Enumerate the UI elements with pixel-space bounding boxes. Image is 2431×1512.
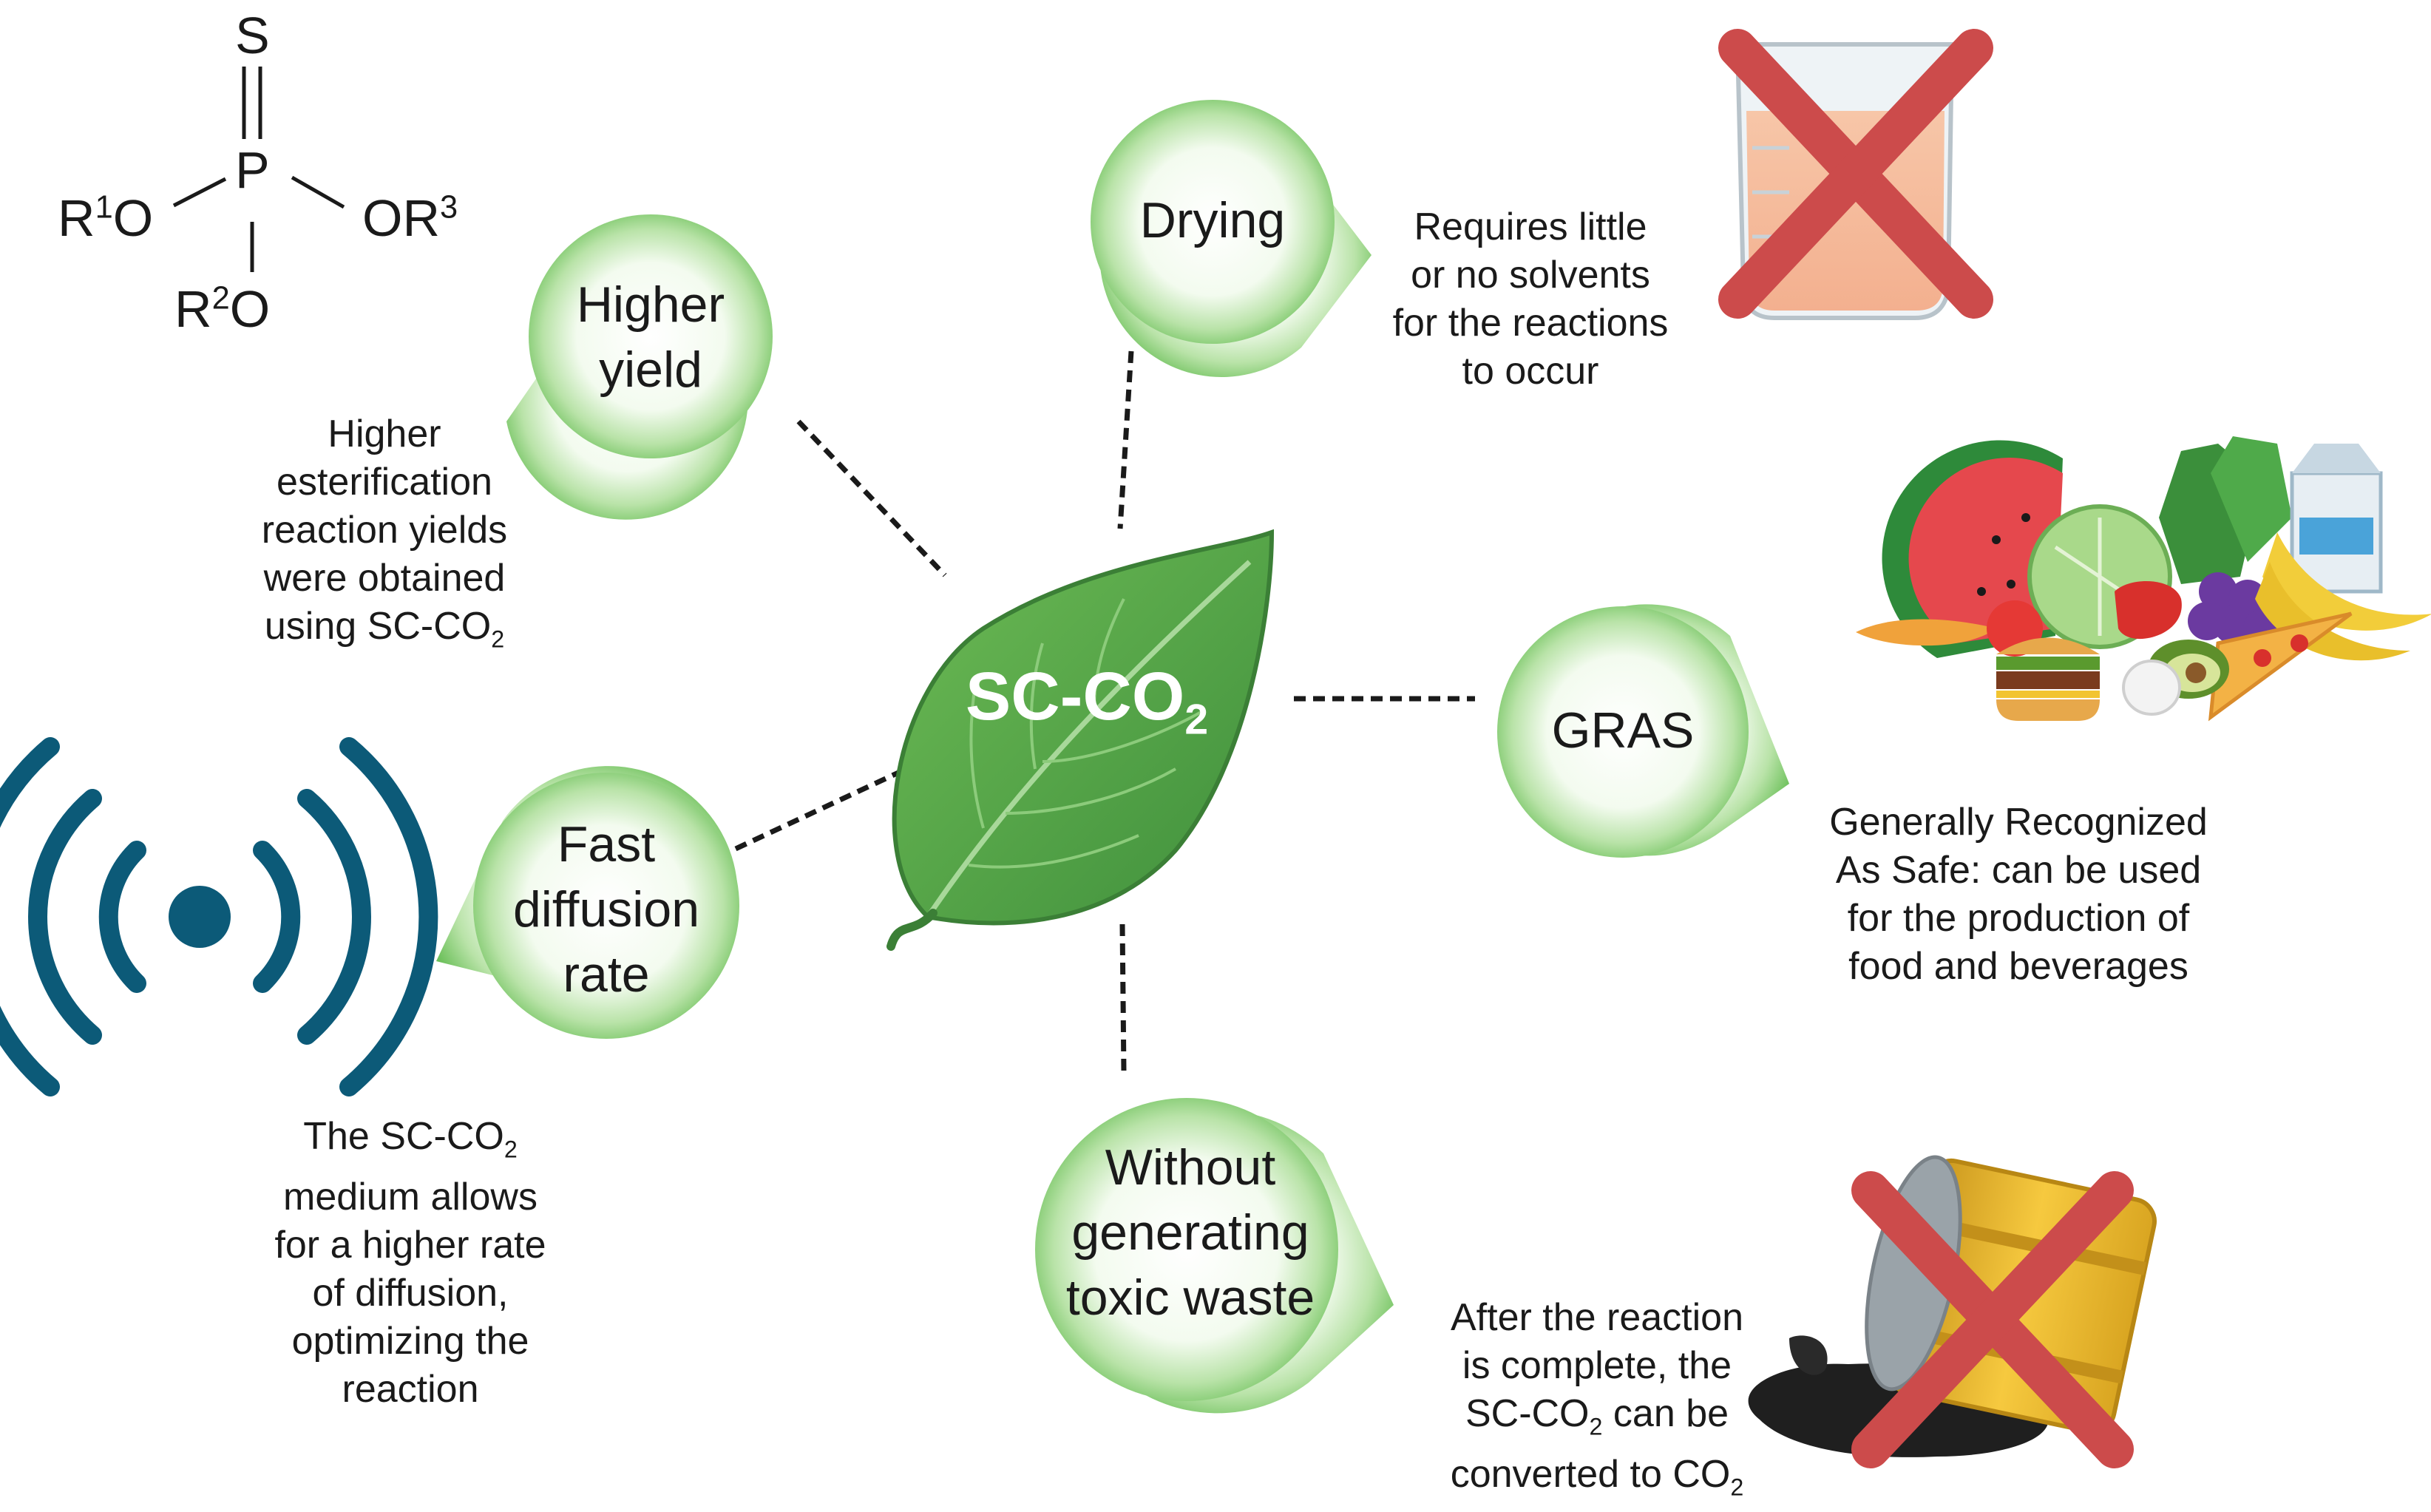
atom-p: P xyxy=(235,141,270,199)
atom-s: S xyxy=(235,7,270,64)
connector-toxic-waste xyxy=(1119,923,1127,1073)
group-r1o: R1O xyxy=(58,189,154,247)
desc-gras: Generally Recognized As Safe: can be use… xyxy=(1829,801,2208,988)
bubble-drying xyxy=(1091,100,1372,377)
bond-right xyxy=(291,175,345,209)
desc-fast-diffusion: The SC-CO2 medium allows for a higher ra… xyxy=(274,1115,546,1411)
group-or3: OR3 xyxy=(362,189,458,247)
bubble-higher-yield xyxy=(506,214,773,520)
cross-icon xyxy=(1851,1171,2134,1468)
bubble-toxic-waste xyxy=(1035,1098,1394,1414)
desc-higher-yield: Higher esterification reaction yields we… xyxy=(261,413,508,653)
bubble-label-drying: Drying xyxy=(1139,192,1286,248)
bubble-gras xyxy=(1497,604,1789,858)
bubble-label-gras: GRAS xyxy=(1551,702,1695,759)
connector-higher-yield xyxy=(796,419,947,577)
connectors xyxy=(734,350,1475,1073)
leaf-icon xyxy=(886,529,1275,951)
group-r2o: R2O xyxy=(174,280,271,338)
desc-drying: Requires little or no solvents for the r… xyxy=(1392,206,1669,393)
center-label: SC-CO2 xyxy=(965,659,1209,744)
cross-icon xyxy=(1718,29,1993,319)
bubble-fast-diffusion xyxy=(436,766,739,1039)
phosphorothioate-structure xyxy=(172,67,345,272)
desc-toxic-waste: After the reaction is complete, the SC-C… xyxy=(1450,1296,1744,1501)
bond-left xyxy=(172,177,227,208)
food-icon xyxy=(1856,436,2431,722)
connector-fast-diffusion xyxy=(734,770,900,852)
wireless-signal-icon xyxy=(0,737,438,1096)
connector-drying xyxy=(1117,350,1134,529)
